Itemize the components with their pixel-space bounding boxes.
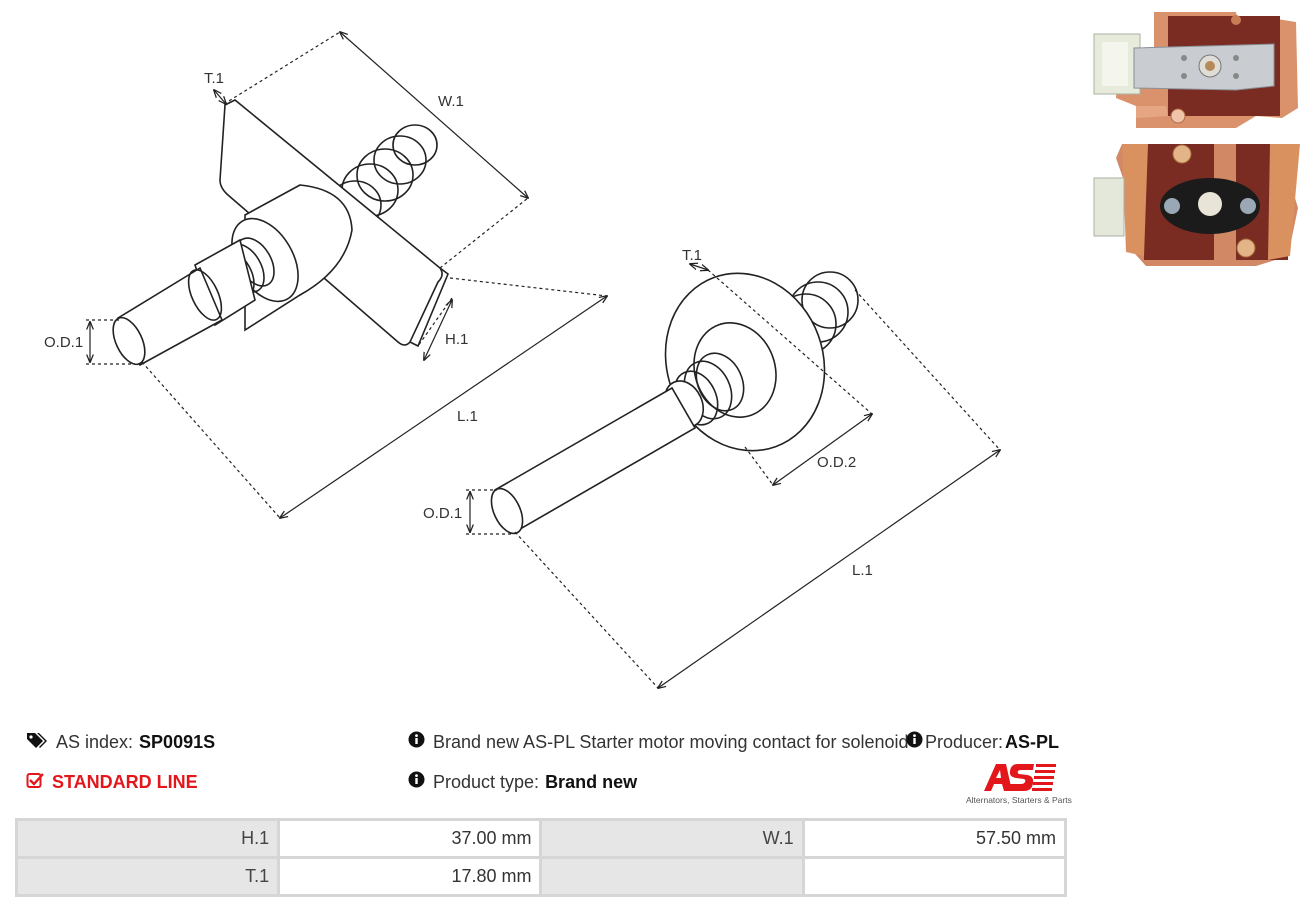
info-icon: [408, 771, 425, 793]
label-od1-left: O.D.1: [44, 334, 83, 351]
param-value: 17.80 mm: [277, 856, 543, 897]
as-index-row: AS index: SP0091S: [26, 731, 215, 754]
param-key: H.1: [14, 818, 281, 859]
product-type-row: Product type: Brand new: [408, 771, 637, 793]
description-text: Brand new AS-PL Starter motor moving con…: [433, 731, 909, 752]
label-h1: H.1: [445, 331, 468, 348]
producer-label: Producer:: [925, 731, 1004, 752]
label-t1-right: T.1: [682, 247, 702, 264]
label-od2: O.D.2: [817, 454, 856, 471]
table-row: T.1 17.80 mm: [14, 856, 1068, 897]
label-l1-left: L.1: [457, 408, 478, 425]
label-od1-right: O.D.1: [423, 505, 462, 522]
param-key: W.1: [539, 818, 805, 859]
info-icon: [906, 731, 923, 753]
left-contact-drawing: [112, 99, 449, 367]
table-row: H.1 37.00 mm W.1 57.50 mm: [14, 818, 1068, 859]
param-value: 57.50 mm: [801, 818, 1068, 859]
standard-line-label: STANDARD LINE: [52, 772, 198, 792]
info-icon: [408, 731, 425, 753]
param-value: 37.00 mm: [277, 818, 543, 859]
product-photo: [1093, 12, 1300, 266]
param-key: [539, 856, 805, 897]
logo-tagline: Alternators, Starters & Parts: [966, 795, 1072, 805]
producer-row: Producer: AS-PL: [906, 731, 1059, 753]
technical-drawing: T.1 W.1 O.D.1 H.1 L.1 T.1 O.D.1 O.D.2 L.…: [44, 0, 1080, 710]
label-l1-right: L.1: [852, 562, 873, 579]
label-w1: W.1: [438, 93, 464, 110]
product-type-label: Product type:: [433, 771, 540, 792]
standard-line-row: STANDARD LINE: [26, 771, 198, 794]
right-contact-drawing: [490, 271, 859, 535]
as-index-value: SP0091S: [139, 732, 216, 752]
product-type-value: Brand new: [545, 771, 638, 792]
as-pl-logo: Alternators, Starters & Parts: [966, 764, 1072, 805]
param-value: [801, 856, 1068, 897]
checkbox-icon: [26, 771, 44, 794]
param-key: T.1: [14, 856, 281, 897]
as-index-label: AS index:: [56, 732, 134, 752]
parameters-table: H.1 37.00 mm W.1 57.50 mm T.1 17.80 mm: [14, 818, 1068, 897]
tags-icon: [26, 731, 48, 754]
producer-value: AS-PL: [1005, 731, 1060, 752]
label-t1-left: T.1: [204, 70, 224, 87]
description-row: Brand new AS-PL Starter motor moving con…: [408, 731, 915, 753]
